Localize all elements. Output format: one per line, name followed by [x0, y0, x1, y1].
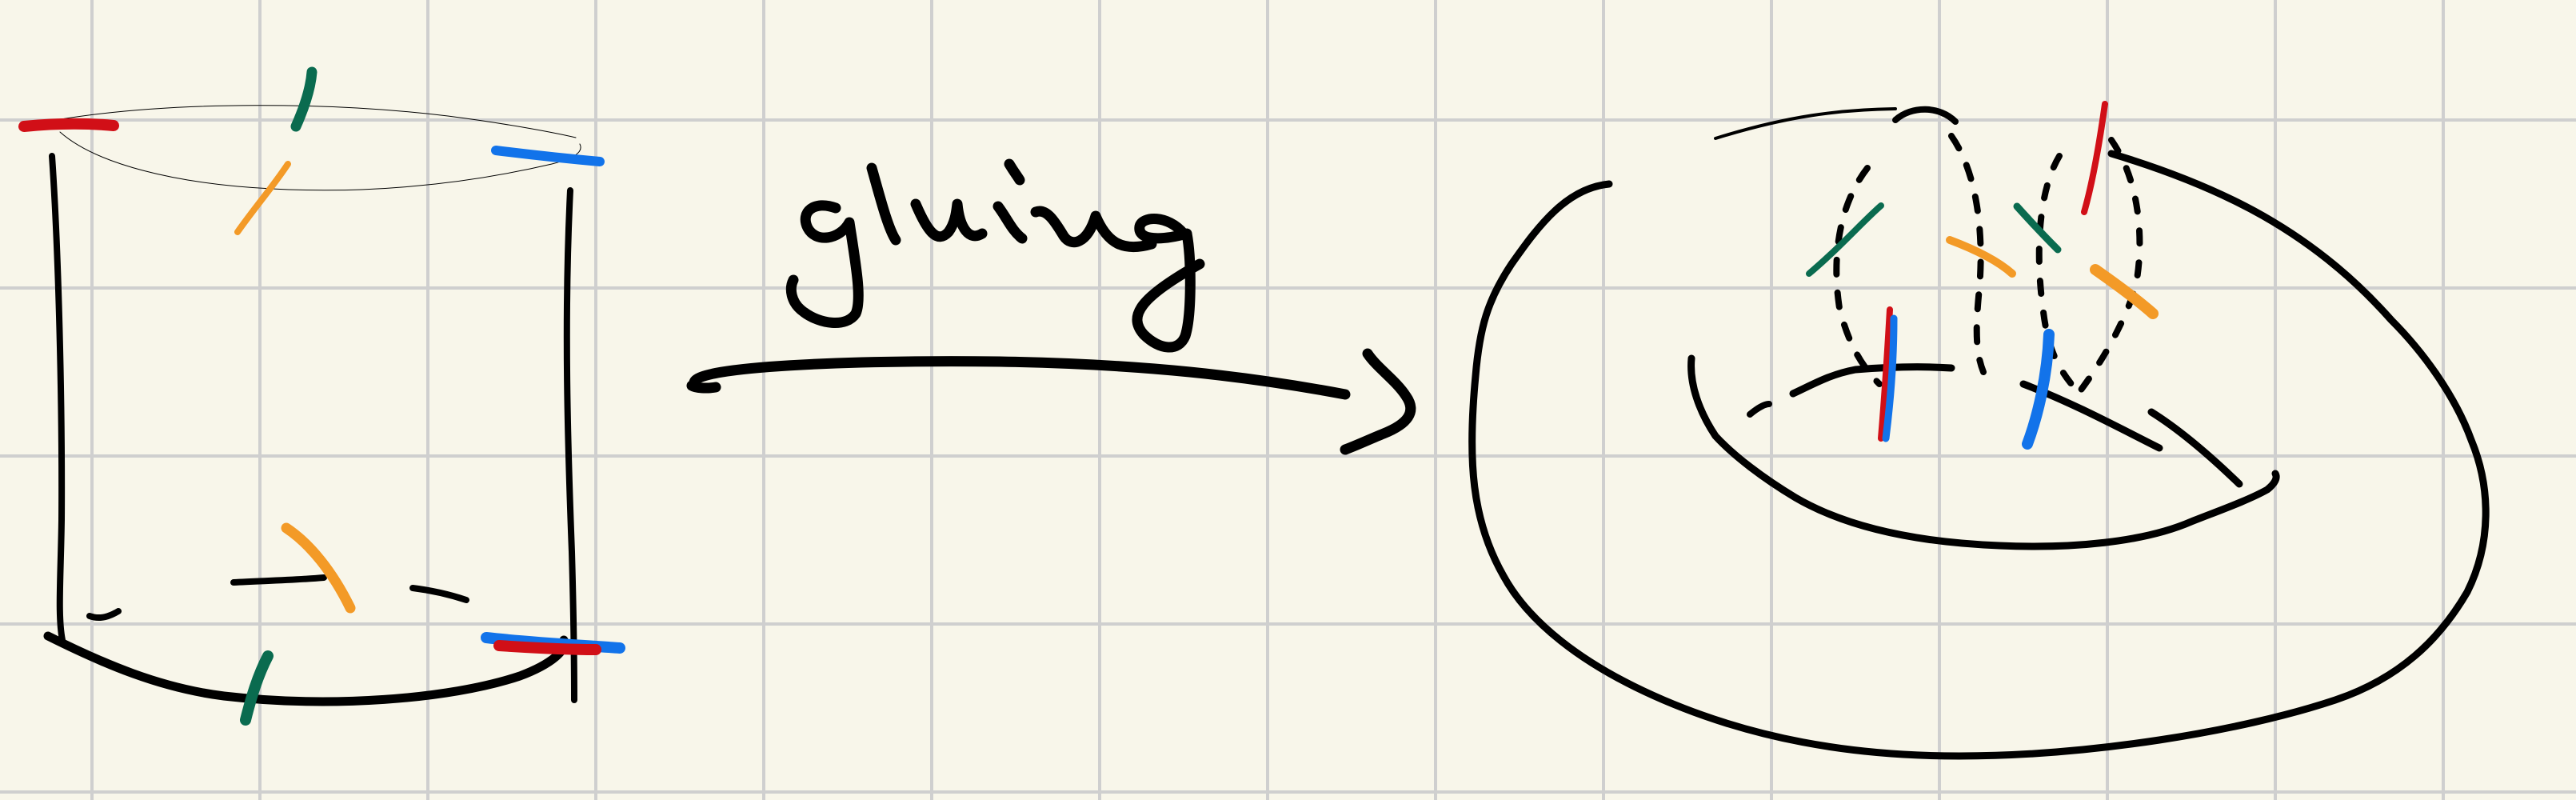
cylinder-top-back-edge [55, 105, 577, 138]
cylinder-bottom-front-edge [43, 631, 569, 706]
letter-g-2 [1132, 214, 1205, 353]
cylinder-left-side [49, 153, 66, 643]
orange-mark-top [234, 161, 291, 235]
arrow-shaft [689, 356, 1351, 400]
torus-top-left-contour [1714, 107, 1897, 140]
dot-i [1004, 158, 1025, 186]
orange-mark-center [1946, 236, 2016, 278]
gluing-handwritten-label [785, 158, 1205, 353]
cylinder-top-front-edge [59, 131, 581, 191]
orange-mark-bottom [281, 522, 356, 614]
cylinder-bottom-back-dash-3 [409, 585, 469, 603]
right-arrow-icon [686, 348, 1416, 455]
torus-hole-front-edge [1687, 354, 2280, 550]
cylinder-bottom-back-dash-2 [230, 574, 327, 586]
red-mark-bottom [493, 640, 601, 655]
red-mark-torus-bottom [1878, 306, 1893, 442]
letter-i [992, 201, 1028, 244]
arrow-head [1340, 348, 1416, 455]
arrow-shaft-tail [686, 380, 721, 394]
letter-g-1 [785, 200, 864, 328]
torus-inner-right-contour [2147, 408, 2243, 488]
red-mark-top [18, 118, 119, 132]
letter-u [910, 198, 988, 242]
torus-center-dashed-back [2035, 137, 2143, 395]
cylinder-shape [18, 66, 625, 726]
green-mark-bottom [240, 650, 274, 726]
green-mark-center [2013, 202, 2062, 254]
blue-mark-torus-left [1882, 314, 1898, 442]
green-mark-left [1806, 202, 1884, 277]
orange-mark-right [2090, 264, 2159, 319]
torus-center-top-dash [1892, 106, 1959, 125]
letter-n [1030, 206, 1157, 253]
torus-hole-back-dash [1747, 401, 1772, 418]
blue-mark-top [491, 146, 605, 166]
torus-center-dashed-front [1833, 133, 1987, 387]
torus-outer-outline [1468, 150, 2490, 760]
blue-mark-torus-right [2022, 329, 2055, 450]
letter-l [866, 162, 901, 246]
red-mark-torus-top [2081, 101, 2108, 215]
green-mark-top [290, 66, 318, 132]
cylinder-bottom-back-dash-1 [86, 608, 122, 622]
torus-hole-back-edge-left [1789, 363, 1955, 398]
torus-shape [1468, 101, 2490, 760]
